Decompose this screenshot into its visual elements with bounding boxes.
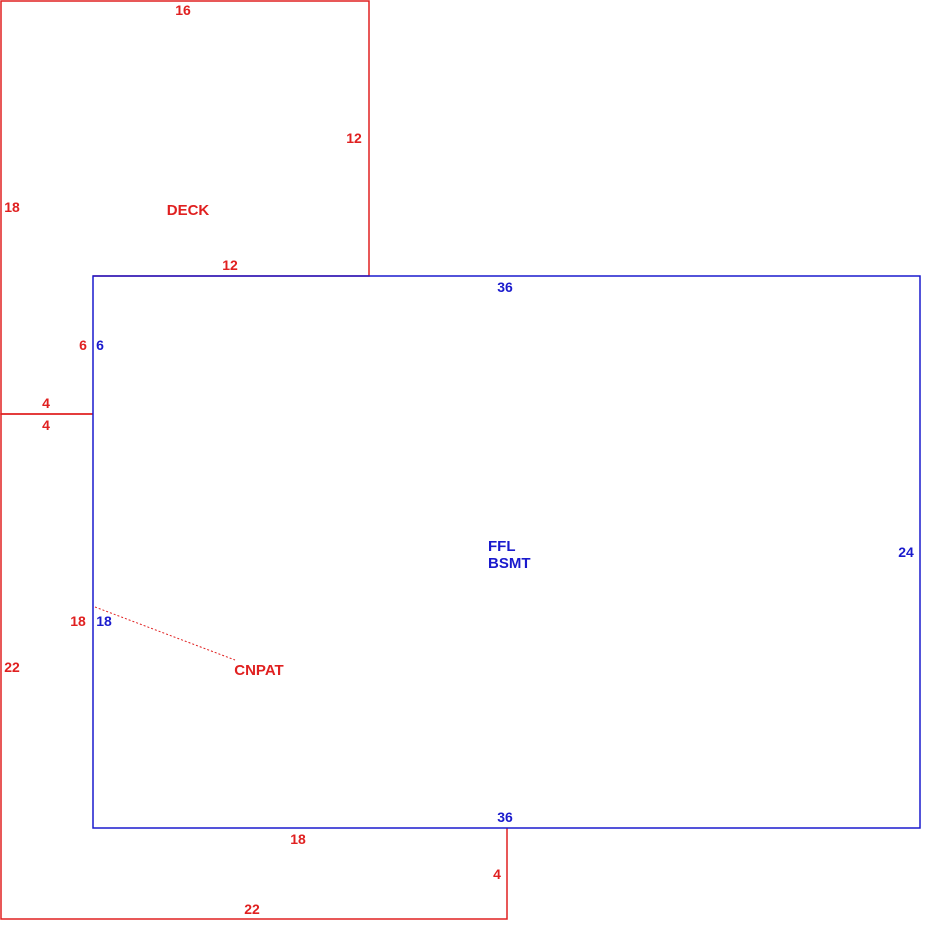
- deck-dim-top: 16: [175, 2, 191, 18]
- cnpat-dim-right: 4: [493, 866, 501, 882]
- main-dim-left-upper: 6: [96, 337, 104, 353]
- main-dim-bottom: 36: [497, 809, 513, 825]
- cnpat-dim-step-bottom: 4: [42, 417, 50, 433]
- cnpat-dim-inner-bottom: 18: [290, 831, 306, 847]
- main-dim-left-lower: 18: [96, 613, 112, 629]
- cnpat-outline: [0, 413, 508, 920]
- cnpat-dim-inner-left: 18: [70, 613, 86, 629]
- main-dim-top: 36: [497, 279, 513, 295]
- deck-dim-left: 18: [4, 199, 20, 215]
- cnpat-label: CNPAT: [234, 662, 283, 679]
- main-dim-right: 24: [898, 544, 914, 560]
- main-label-line2: BSMT: [488, 555, 531, 572]
- deck-label: DECK: [167, 202, 210, 219]
- deck-dim-right: 12: [346, 130, 362, 146]
- cnpat-dim-left: 22: [4, 659, 20, 675]
- cnpat-dim-bottom: 22: [244, 901, 260, 917]
- cnpat-leader-line: [94, 606, 236, 661]
- main-building-outline: [92, 275, 921, 829]
- deck-dim-inner-left: 6: [79, 337, 87, 353]
- deck-dim-inner-top: 12: [222, 257, 238, 273]
- main-label-line1: FFL: [488, 538, 516, 555]
- deck-dim-step-top: 4: [42, 395, 50, 411]
